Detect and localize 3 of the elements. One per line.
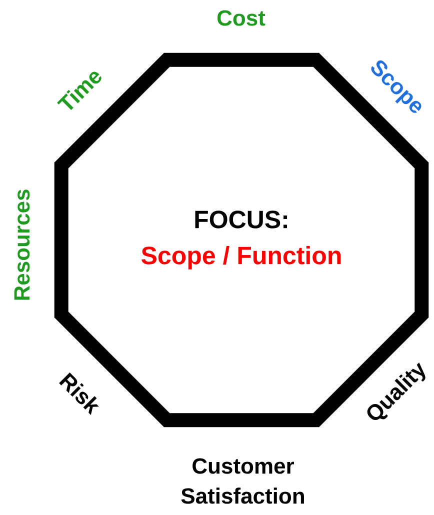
side-label: Resources [14, 190, 30, 300]
side-label: Cost [217, 10, 266, 26]
side-label: Customer Satisfaction [181, 458, 304, 504]
